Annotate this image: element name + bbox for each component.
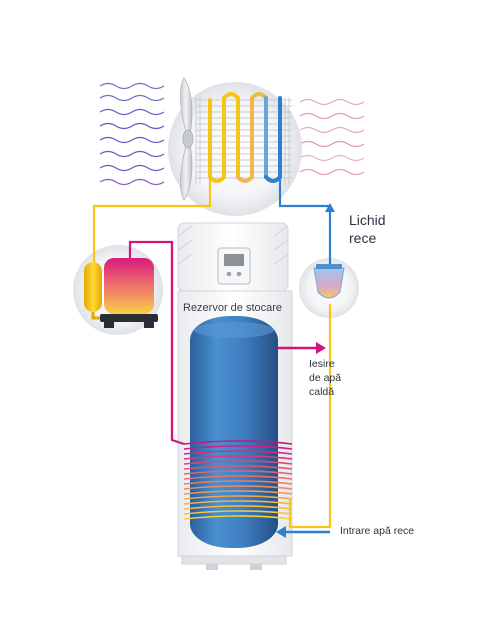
hot-water-label-line1: Iesire — [309, 358, 335, 370]
cold-liquid-arrowhead — [325, 203, 335, 212]
yellow-pipes — [92, 100, 332, 529]
unit-foot-right — [250, 564, 262, 570]
unit-top-grille — [177, 225, 289, 265]
unit-base — [181, 555, 287, 565]
cold-liquid-label-line2: rece — [349, 230, 377, 246]
storage-tank — [190, 316, 278, 548]
control-panel-icon — [217, 247, 251, 285]
hot-water-outlet — [278, 342, 326, 354]
compressor-icon — [84, 258, 158, 328]
storage-tank-label: Rezervor de stocare — [183, 302, 283, 314]
fan-icon — [180, 77, 194, 201]
cold-air-waves — [99, 82, 165, 186]
blue-pipes — [278, 98, 332, 268]
hot-water-label-line3: caldă — [309, 386, 335, 398]
cold-water-in-label: Intrare apă rece — [340, 525, 415, 537]
evaporator-circle — [168, 82, 302, 216]
tank-heating-coil — [183, 440, 293, 520]
expansion-valve-icon — [313, 264, 345, 299]
cold-water-inlet — [276, 526, 330, 538]
cold-liquid-label-line1: Lichid — [349, 212, 386, 228]
unit-foot-left — [206, 564, 218, 570]
hot-water-label-line2: de apă — [309, 372, 342, 384]
warm-air-waves — [299, 98, 365, 176]
magenta-pipes — [128, 240, 185, 446]
